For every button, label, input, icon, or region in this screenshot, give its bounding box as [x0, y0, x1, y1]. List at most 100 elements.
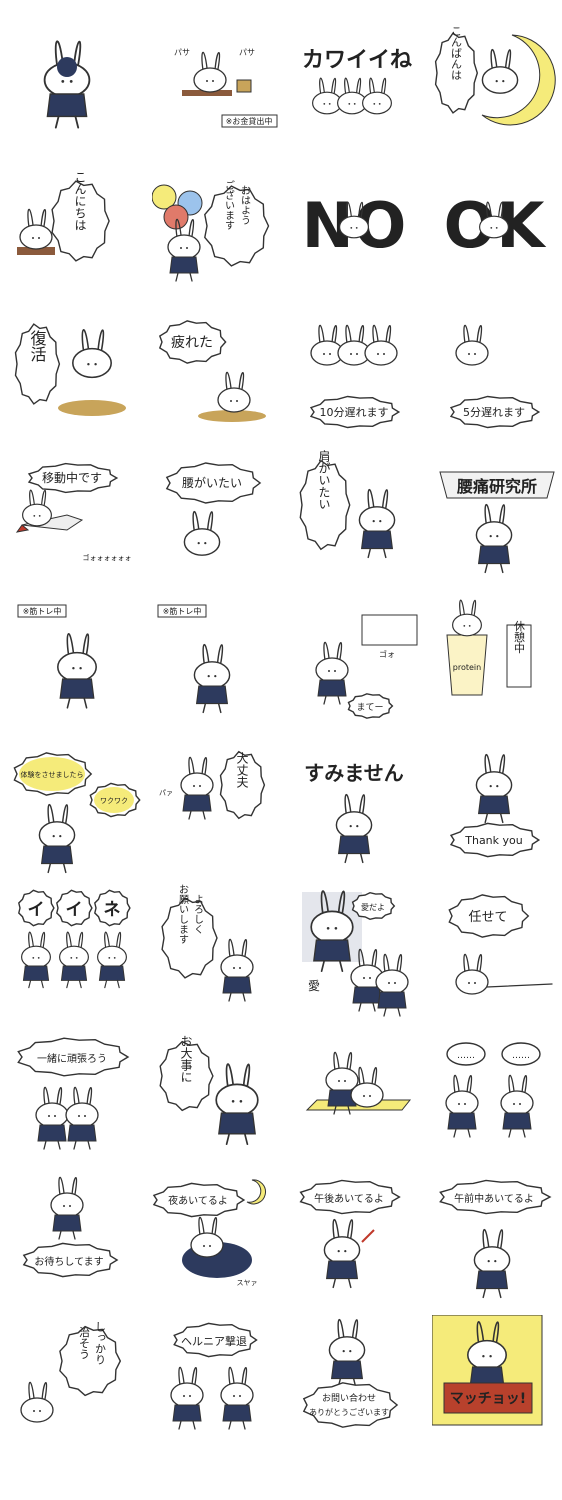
sticker-text: すみません: [304, 761, 403, 785]
sticker-1[interactable]: [12, 25, 142, 165]
sticker-36[interactable]: 午前中あいてるよ: [432, 1170, 562, 1310]
sticker-art: 午前中あいてるよ: [439, 1179, 552, 1299]
sticker-art: NO: [302, 189, 407, 262]
rabbit-icon: [337, 324, 371, 366]
sticker-29[interactable]: 一緒に頑張ろう: [12, 1025, 142, 1165]
sticker-32[interactable]: …… ……: [432, 1025, 562, 1165]
sticker-12[interactable]: 5分遅れます: [432, 308, 562, 448]
rabbit-icon: [375, 953, 409, 1017]
caption-text: スヤァ: [237, 1279, 258, 1287]
sticker-22[interactable]: パァ大丈夫: [152, 740, 282, 880]
sticker-38[interactable]: ヘルニア撃退: [152, 1315, 282, 1455]
sticker-37[interactable]: しっかり治そう: [12, 1315, 142, 1455]
sticker-13[interactable]: 移動中ですゴォォォォォォ: [12, 450, 142, 590]
sticker-14[interactable]: 腰がいたい: [152, 450, 282, 590]
sticker-18[interactable]: ※筋トレ中: [152, 595, 282, 735]
sticker-art: こんばんは: [434, 26, 556, 126]
body-line: [486, 983, 553, 988]
sticker-text: お大事に: [179, 1035, 193, 1083]
rabbit-icon: [310, 890, 354, 973]
sticker-34[interactable]: 夜あいてるよスヤァ: [152, 1170, 282, 1310]
sticker-3[interactable]: カワイイね: [292, 25, 422, 165]
sticker-text: お願いします: [177, 884, 189, 944]
sticker-11[interactable]: 10分遅れます: [292, 308, 422, 448]
sticker-24[interactable]: Thank you: [432, 740, 562, 880]
sticker-19[interactable]: ゴォまてー: [292, 595, 422, 735]
sticker-4[interactable]: こんばんは: [432, 25, 562, 165]
sticker-art: [305, 1051, 412, 1115]
sticker-9[interactable]: 復活: [12, 308, 142, 448]
balloon-icon: [152, 184, 177, 210]
sticker-art: 10分遅れます: [309, 324, 401, 429]
rabbit-icon: [362, 77, 392, 115]
sticker-text: ……: [457, 1051, 475, 1061]
sticker-art: マッチョッ!: [432, 1315, 543, 1426]
sticker-17[interactable]: ※筋トレ中: [12, 595, 142, 735]
sticker-39[interactable]: お問い合わせありがとうございます: [292, 1315, 422, 1455]
rabbit-icon: [20, 1381, 54, 1423]
train-icon: [361, 614, 418, 646]
speech-bubble: [449, 822, 541, 858]
sticker-text: ……: [512, 1051, 530, 1061]
caption-box: [221, 114, 278, 128]
sticker-text: 大丈夫: [235, 752, 249, 789]
sticker-art: 任せて: [448, 894, 553, 995]
caption-text: ゴォォォォォォ: [83, 553, 132, 562]
sticker-text: しっかり: [94, 1321, 107, 1365]
sticker-art: パサパサ※お金貸出中: [174, 48, 278, 128]
sticker-5[interactable]: こんにちは: [12, 165, 142, 305]
rabbit-icon: [180, 756, 214, 820]
sticker-31[interactable]: [292, 1025, 422, 1165]
rabbit-icon: [220, 1366, 254, 1430]
sticker-art: 腰がいたい: [165, 462, 262, 556]
sticker-28[interactable]: 任せて: [432, 882, 562, 1022]
wallet-icon: [236, 79, 252, 93]
sticker-33[interactable]: お待ちしてます: [12, 1170, 142, 1310]
sticker-10[interactable]: 疲れた: [152, 308, 282, 448]
sticker-23[interactable]: すみません: [292, 740, 422, 880]
sticker-6[interactable]: おはようございます: [152, 165, 282, 305]
rabbit-icon: [193, 51, 227, 93]
speech-bubble: [22, 1242, 119, 1278]
sticker-art: 腰痛研究所: [439, 471, 555, 574]
sticker-30[interactable]: お大事に: [152, 1025, 282, 1165]
speech-bubble: [434, 32, 479, 114]
rabbit-icon: [328, 1319, 366, 1389]
sticker-21[interactable]: 体験をさせましたらワクワク: [12, 740, 142, 880]
sticker-35[interactable]: 午後あいてるよ: [292, 1170, 422, 1310]
mat-icon: [182, 90, 232, 96]
sticker-text: 腰痛研究所: [457, 477, 537, 496]
rabbit-icon: [38, 804, 76, 874]
sticker-15[interactable]: 肩がいたい: [292, 450, 422, 590]
sticker-25[interactable]: イイネ: [12, 882, 142, 1022]
sticker-art: ※筋トレ中: [17, 604, 97, 709]
sticker-art: こんにちは: [17, 171, 110, 262]
speech-bubble: [56, 889, 93, 927]
sticker-art: Thank you: [449, 754, 541, 858]
speech-bubble: [219, 750, 266, 820]
sticker-16[interactable]: 腰痛研究所: [432, 450, 562, 590]
sticker-2[interactable]: パサパサ※お金貸出中: [152, 25, 282, 165]
sticker-7[interactable]: NO: [292, 165, 422, 305]
sticker-8[interactable]: OK: [432, 165, 562, 305]
speech-bubble: [309, 395, 401, 429]
speech-bubble: [351, 891, 396, 921]
sticker-27[interactable]: 愛だよ愛: [292, 882, 422, 1022]
sticker-text: カワイイね: [302, 48, 412, 73]
rabbit-icon: [475, 754, 513, 824]
sticker-text: おはよう: [239, 185, 250, 225]
sticker-text: ヘルニア撃退: [181, 1334, 247, 1348]
sticker-art: 一緒に頑張ろう: [17, 1037, 130, 1150]
sticker-26[interactable]: よろしくお願いします: [152, 882, 282, 1022]
title-plate: [443, 1382, 533, 1414]
sticker-art: すみません: [304, 761, 404, 864]
sticker-40[interactable]: マッチョッ!: [432, 1315, 562, 1455]
sticker-text: 愛だよ: [361, 902, 385, 912]
rabbit-icon: [473, 1229, 511, 1299]
sticker-text: イ: [66, 900, 83, 920]
sticker-art: [43, 40, 91, 129]
